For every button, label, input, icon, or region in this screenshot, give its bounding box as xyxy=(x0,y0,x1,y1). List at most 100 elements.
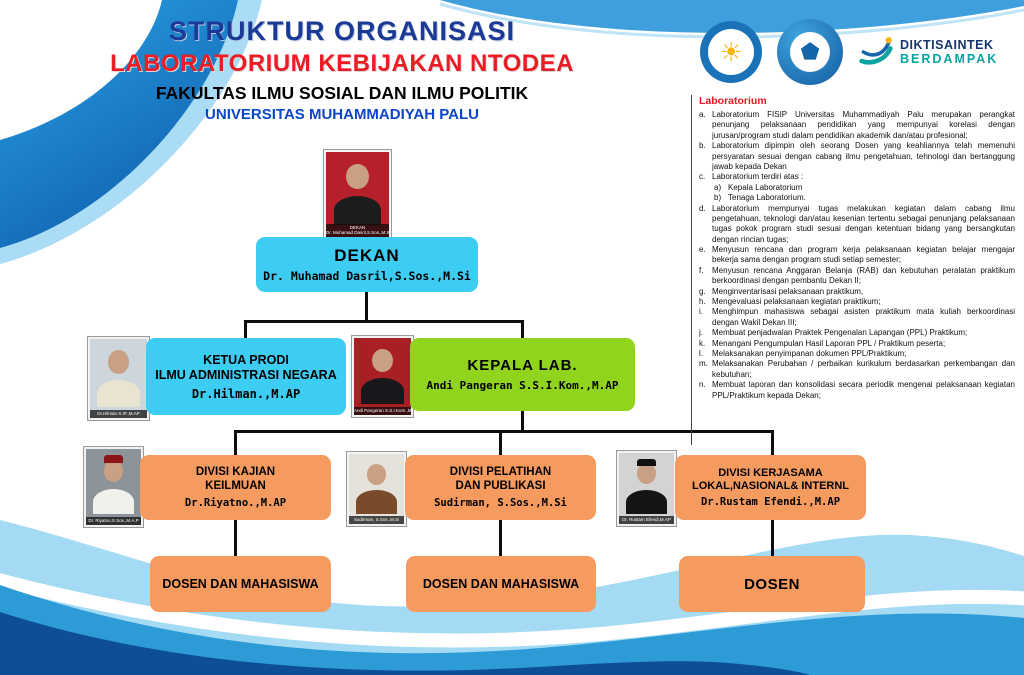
item-marker: b. xyxy=(699,141,706,151)
connector-line xyxy=(771,519,774,557)
diktisaintek-text: DIKTISAINTEK xyxy=(900,38,994,52)
photo-caption: DEKAN Dr. Muhamad Dasril,S.Sos.,M.Si xyxy=(326,223,389,237)
dekan-name: Dr. Muhamad Dasril,S.Sos.,M.Si xyxy=(263,269,471,283)
lab-info-item: e. Menyusun rencana dan program kerja pel… xyxy=(699,245,1015,266)
person-body xyxy=(92,488,135,515)
divisi-kajian-box: DIVISI KAJIAN KEILMUAN Dr.Riyatno.,M.AP xyxy=(140,455,331,520)
dekan-box: DEKAN Dr. Muhamad Dasril,S.Sos.,M.Si xyxy=(256,237,478,292)
person-head xyxy=(366,463,387,485)
divisi-pelatihan-title-line2: DAN PUBLIKASI xyxy=(455,480,546,492)
item-text: Menangani Pengumpulan Hasil Laporan PPL … xyxy=(712,338,946,348)
lab-info-panel: Laboratorium a. Laboratorium FISIP Univer… xyxy=(691,95,1015,445)
lab-info-item: a. Laboratorium FISIP Universitas Muhamma… xyxy=(699,110,1015,141)
item-text: Membuat laporan dan konsolidasi secara p… xyxy=(712,380,1015,400)
item-marker: h. xyxy=(699,297,706,307)
connector-line xyxy=(521,320,524,340)
divisi-kerjasama-name: Dr.Rustam Efendi.,M.AP xyxy=(700,496,841,509)
divisi-kajian-name: Dr.Riyatno.,M.AP xyxy=(184,496,287,509)
logo-inner-circle: ⬟ xyxy=(790,32,830,72)
university-seal-icon: ⬟ xyxy=(777,19,843,85)
connector-line xyxy=(499,519,502,557)
hat-icon xyxy=(104,455,123,463)
person-body xyxy=(625,489,668,515)
item-marker: l. xyxy=(699,348,703,358)
person-body xyxy=(360,378,405,405)
item-text: Membuat penjadwalan Praktek Pengenalan L… xyxy=(712,328,968,338)
dekan-title: DEKAN xyxy=(334,246,400,265)
item-text: Tenaga Laboratorium. xyxy=(728,193,806,203)
lab-info-item: i.Menghimpun mahasiswa sebagai asisten p… xyxy=(699,307,1015,328)
diktisaintek-text-block: DIKTISAINTEK BERDAMPAK xyxy=(900,38,998,66)
item-marker: a) xyxy=(714,182,722,192)
item-text: Menyusun rencana dan program kerja pelak… xyxy=(712,245,1015,265)
lab-info-item: l.Melaksanakan penyimpanan dokumen PPL/P… xyxy=(699,349,1015,359)
diktisaintek-logo: DIKTISAINTEK BERDAMPAK xyxy=(858,34,998,70)
item-text: Melaksanakan Perubahan / perbaikan kurik… xyxy=(712,359,1015,379)
item-text: Menghimpun mahasiswa sebagai asisten pra… xyxy=(712,307,1015,327)
photo-caption: Dr. Rustam Efendi,M.AP xyxy=(619,516,674,524)
ketua-prodi-name: Dr.Hilman.,M.AP xyxy=(191,386,301,401)
photo-caption: Sudirman, S.Sos.,M.Si xyxy=(349,516,404,524)
divisi-pelatihan-box: DIVISI PELATIHAN DAN PUBLIKASI Sudirman,… xyxy=(405,455,596,520)
divisi-kajian-title-line1: DIVISI KAJIAN xyxy=(195,466,276,479)
photo-divisi-kajian: Dr. Riyatno,S.Sos.,M.A.P xyxy=(84,447,143,527)
divisi-pelatihan-name: Sudirman, S.Sos.,M.Si xyxy=(434,496,567,509)
header-titles: STRUKTUR ORGANISASI LABORATORIUM KEBIJAK… xyxy=(36,16,648,123)
item-text: Laboratorium mempunyai tugas melakukan k… xyxy=(712,203,1015,244)
kepala-lab-name: Andi Pangeran S.S.I.Kom.,M.AP xyxy=(426,379,619,392)
connector-line xyxy=(234,430,237,456)
item-marker: j. xyxy=(699,328,703,338)
logo-row: ☀ ⬟ DIKTISAINTEK BERDAMPAK xyxy=(700,14,998,90)
lab-info-item: b. Laboratorium dipimpin oleh seorang Dos… xyxy=(699,141,1015,172)
connector-line xyxy=(365,292,368,322)
dosen-mahasiswa-box-center: DOSEN DAN MAHASISWA xyxy=(406,556,596,612)
item-marker: b) xyxy=(714,193,722,203)
item-marker: e. xyxy=(699,245,706,255)
item-marker: f. xyxy=(699,265,704,275)
dosen-box-right: DOSEN xyxy=(679,556,865,612)
item-text: Laboratorium dipimpin oleh seorang Dosen… xyxy=(712,141,1015,171)
lab-info-subitem: a) Kepala Laboratorium xyxy=(714,183,1015,193)
photo-caption: Dr.Hilman S.IP.,M.AP xyxy=(90,410,147,418)
panel-title: Laboratorium xyxy=(699,95,767,107)
lab-info-item: n.Membuat laporan dan konsolidasi secara… xyxy=(699,380,1015,401)
photo-kepala-lab: Andi Pangeran S.S.I.Kom.,M.AP xyxy=(352,336,413,417)
sun-icon: ☀ xyxy=(719,37,743,67)
divisi-pelatihan-title-line1: DIVISI PELATIHAN xyxy=(449,466,552,479)
photo-dekan: DEKAN Dr. Muhamad Dasril,S.Sos.,M.Si xyxy=(324,150,391,239)
item-text: Laboratorium terdiri atas : xyxy=(712,172,804,182)
divisi-kerjasama-box: DIVISI KERJASAMA LOKAL,NASIONAL& INTERNL… xyxy=(675,455,866,520)
lab-info-item: f. Menyusun rencana Anggaran Belanja (RAB… xyxy=(699,266,1015,287)
pentagon-icon: ⬟ xyxy=(800,39,820,64)
item-marker: d. xyxy=(699,203,706,213)
hat-icon xyxy=(637,458,656,466)
item-text: Menginventarisasi pelaksanaan praktikum, xyxy=(712,286,864,296)
item-text: Kepala Laboratorium xyxy=(728,182,803,192)
item-text: Laboratorium FISIP Universitas Muhammadi… xyxy=(712,110,1015,140)
person-head xyxy=(372,348,393,372)
connector-line xyxy=(771,430,774,456)
photo-caption: Dr. Riyatno,S.Sos.,M.A.P xyxy=(86,517,141,525)
connector-line xyxy=(499,430,502,456)
poster-title: STRUKTUR ORGANISASI xyxy=(168,16,515,46)
ketua-prodi-box: KETUA PRODI ILMU ADMINISTRASI NEGARA Dr.… xyxy=(146,338,346,415)
item-marker: a. xyxy=(699,110,706,119)
item-text: Menyusun rencana Anggaran Belanja (RAB) … xyxy=(712,265,1015,286)
dosen-mahasiswa-box-left: DOSEN DAN MAHASISWA xyxy=(150,556,331,612)
lab-name-title: LABORATORIUM KEBIJAKAN NTODEA xyxy=(110,50,574,77)
dosen-mahasiswa-label: DOSEN DAN MAHASISWA xyxy=(422,577,580,591)
muhammadiyah-logo-icon: ☀ xyxy=(700,21,762,83)
photo-divisi-pelatihan: Sudirman, S.Sos.,M.Si xyxy=(347,452,406,526)
person-body xyxy=(96,380,141,407)
item-marker: c. xyxy=(699,172,706,182)
item-text: Mengevaluasi pelaksanaan kegiatan prakti… xyxy=(712,297,881,307)
photo-divisi-kerjasama: Dr. Rustam Efendi,M.AP xyxy=(617,451,676,526)
connector-line xyxy=(234,519,237,557)
connector-line xyxy=(244,320,524,323)
university-title: UNIVERSITAS MUHAMMADIYAH PALU xyxy=(205,106,479,123)
lab-info-subitem: b) Tenaga Laboratorium. xyxy=(714,193,1015,203)
logo-inner-circle: ☀ xyxy=(708,29,754,75)
photo-caption: Andi Pangeran S.S.I.Kom.,M.AP xyxy=(354,407,411,415)
lab-info-item: g.Menginventarisasi pelaksanaan praktiku… xyxy=(699,287,1015,297)
